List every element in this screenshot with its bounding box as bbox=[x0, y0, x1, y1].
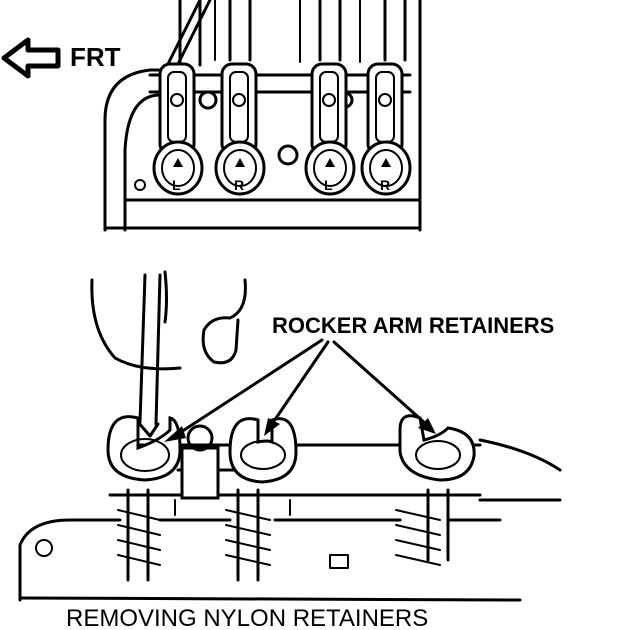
rocker-arm-retainer-3 bbox=[398, 414, 476, 482]
top-valve-3 bbox=[304, 62, 356, 196]
callout-label-rocker-arm-retainers: ROCKER ARM RETAINERS bbox=[272, 313, 554, 338]
front-direction-label: FRT bbox=[70, 42, 121, 72]
bottom-cylinder-head bbox=[18, 438, 562, 602]
top-valve-2 bbox=[214, 62, 266, 196]
rocker-arm-retainer-2 bbox=[228, 417, 298, 484]
rocker-arm-retainer-1 bbox=[106, 415, 182, 482]
valve-arrows bbox=[173, 158, 391, 167]
valve-mark-3: L bbox=[324, 177, 333, 193]
top-valve-1 bbox=[152, 62, 204, 196]
front-direction-arrow: FRT bbox=[1, 37, 121, 79]
valve-mark-1: L bbox=[172, 177, 181, 193]
valve-mark-2: R bbox=[234, 177, 244, 193]
callout-leader-lines bbox=[164, 338, 436, 442]
valve-mark-4: R bbox=[380, 177, 390, 193]
valve-springs bbox=[117, 488, 450, 582]
top-valve-4 bbox=[360, 62, 412, 196]
figure-caption: REMOVING NYLON RETAINERS bbox=[66, 605, 428, 630]
screwdriver-tool bbox=[136, 273, 162, 438]
hand-illustration bbox=[90, 270, 247, 371]
